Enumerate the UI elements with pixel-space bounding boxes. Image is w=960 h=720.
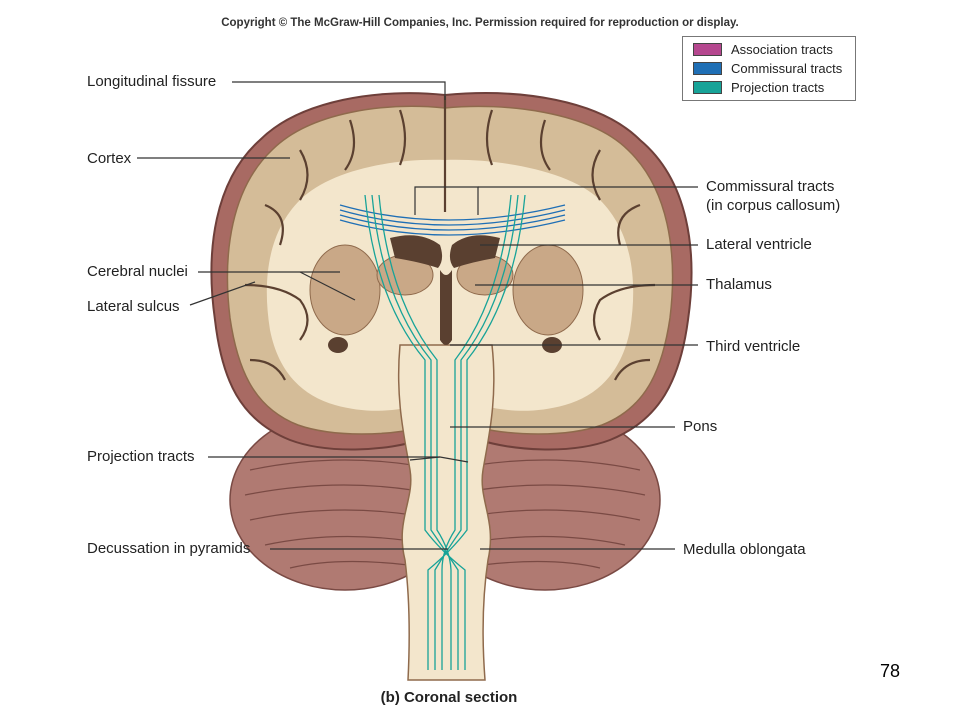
label-lateral-ventricle: Lateral ventricle	[706, 236, 812, 253]
label-decussation: Decussation in pyramids	[87, 540, 251, 557]
page-number: 78	[880, 661, 901, 681]
legend-item-association: Association tracts	[693, 41, 833, 57]
label-pons: Pons	[683, 418, 718, 435]
association-swatch	[693, 42, 722, 56]
label-cortex: Cortex	[87, 150, 132, 167]
label-commissural-tracts: Commissural tracts	[706, 178, 835, 195]
legend-label: Commissural tracts	[731, 60, 843, 76]
copyright-notice: Copyright © The McGraw-Hill Companies, I…	[221, 17, 739, 29]
figure-caption: (b) Coronal section	[380, 689, 518, 706]
legend-item-projection: Projection tracts	[693, 79, 824, 95]
commissural-tract-lines	[339, 204, 566, 236]
commissural-swatch	[693, 61, 722, 75]
tract-legend: Association tracts Commissural tracts Pr…	[682, 36, 856, 101]
legend-label: Projection tracts	[731, 79, 825, 95]
brainstem	[397, 344, 495, 681]
ventricles	[328, 235, 562, 353]
label-longitudinal-fissure: Longitudinal fissure	[87, 73, 217, 90]
legend-label: Association tracts	[731, 41, 833, 57]
legend-item-commissural: Commissural tracts	[693, 60, 842, 76]
projection-tract-lines	[364, 194, 526, 670]
label-projection-tracts: Projection tracts	[87, 448, 195, 465]
label-medulla: Medulla oblongata	[683, 541, 806, 558]
label-cerebral-nuclei: Cerebral nuclei	[87, 263, 188, 280]
label-third-ventricle: Third ventricle	[706, 338, 801, 355]
label-corpus-callosum: (in corpus callosum)	[706, 197, 841, 214]
leader-lines	[137, 81, 698, 550]
label-thalamus: Thalamus	[706, 276, 772, 293]
label-lateral-sulcus: Lateral sulcus	[87, 298, 180, 315]
projection-swatch	[693, 80, 722, 94]
gyri-folds	[244, 96, 656, 381]
